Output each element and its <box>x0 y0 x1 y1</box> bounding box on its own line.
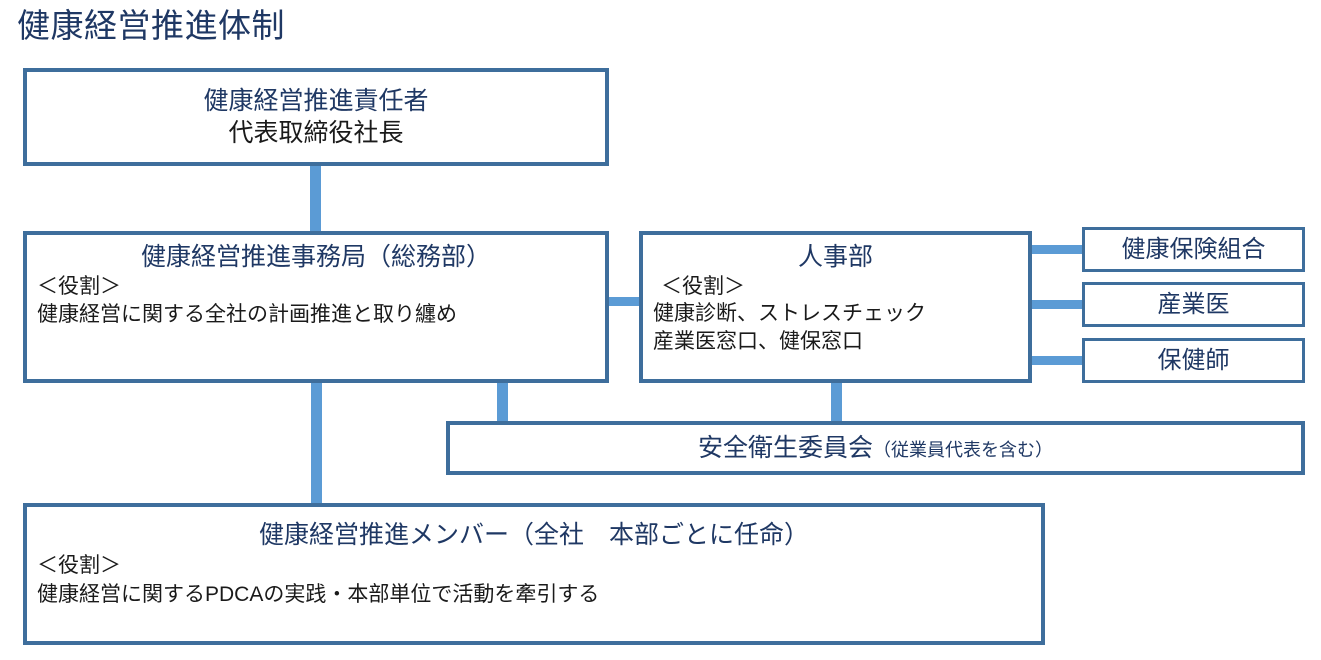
node-leader-title: 健康経営推進責任者 <box>203 87 429 115</box>
node-promotion-office[interactable]: 健康経営推進事務局（総務部） ＜役割＞ 健康経営に関する全社の計画推進と取り纏め <box>23 231 609 383</box>
node-promotion-members[interactable]: 健康経営推進メンバー（全社 本部ごとに任命） ＜役割＞ 健康経営に関するPDCA… <box>23 503 1045 645</box>
node-occupational-physician[interactable]: 産業医 <box>1082 282 1305 327</box>
node-members-title: 健康経営推進メンバー（全社 本部ごとに任命） <box>258 521 809 549</box>
node-safety-health-committee[interactable]: 安全衛生委員会（従業員代表を含む） <box>446 421 1305 475</box>
node-health-management-leader[interactable]: 健康経営推進責任者 代表取締役社長 <box>23 68 609 166</box>
node-hr-role-text-1: 健康診断、ストレスチェック <box>653 302 926 325</box>
node-members-role-text: 健康経営に関するPDCAの実践・本部単位で活動を牽引する <box>37 583 600 606</box>
connector-office-to-safety <box>497 380 508 424</box>
node-hr-department[interactable]: 人事部 ＜役割＞ 健康診断、ストレスチェック 産業医窓口、健保窓口 <box>639 231 1032 383</box>
connector-office-to-members <box>311 380 322 506</box>
node-hokenshi-title: 保健師 <box>1157 347 1230 374</box>
node-office-role-label: ＜役割＞ <box>37 275 121 298</box>
node-office-role-text: 健康経営に関する全社の計画推進と取り纏め <box>37 303 457 326</box>
connector-office-to-hr <box>605 297 645 306</box>
page-title: 健康経営推進体制 <box>17 7 285 44</box>
node-health-insurance-union[interactable]: 健康保険組合 <box>1082 227 1305 272</box>
node-office-title: 健康経営推進事務局（総務部） <box>140 243 491 271</box>
node-hr-role-text-2: 産業医窓口、健保窓口 <box>653 330 863 353</box>
node-members-role-label: ＜役割＞ <box>37 554 121 577</box>
node-kenpo-title: 健康保険組合 <box>1121 236 1266 263</box>
connector-hr-to-kenpo <box>1028 245 1086 254</box>
node-leader-subtitle: 代表取締役社長 <box>228 119 404 147</box>
connector-hr-to-sangyoi <box>1028 300 1086 309</box>
node-safety-title: 安全衛生委員会 <box>697 434 873 462</box>
node-safety-note: （従業員代表を含む） <box>873 440 1053 460</box>
node-sangyoi-title: 産業医 <box>1157 291 1230 318</box>
node-hr-title: 人事部 <box>797 243 873 271</box>
node-safety-line: 安全衛生委員会（従業員代表を含む） <box>450 425 1301 475</box>
node-hr-role-label: ＜役割＞ <box>661 275 745 298</box>
node-public-health-nurse[interactable]: 保健師 <box>1082 338 1305 383</box>
connector-hr-to-hokenshi <box>1028 356 1086 365</box>
connector-leader-to-office <box>310 164 321 234</box>
connector-hr-to-safety <box>831 380 842 424</box>
